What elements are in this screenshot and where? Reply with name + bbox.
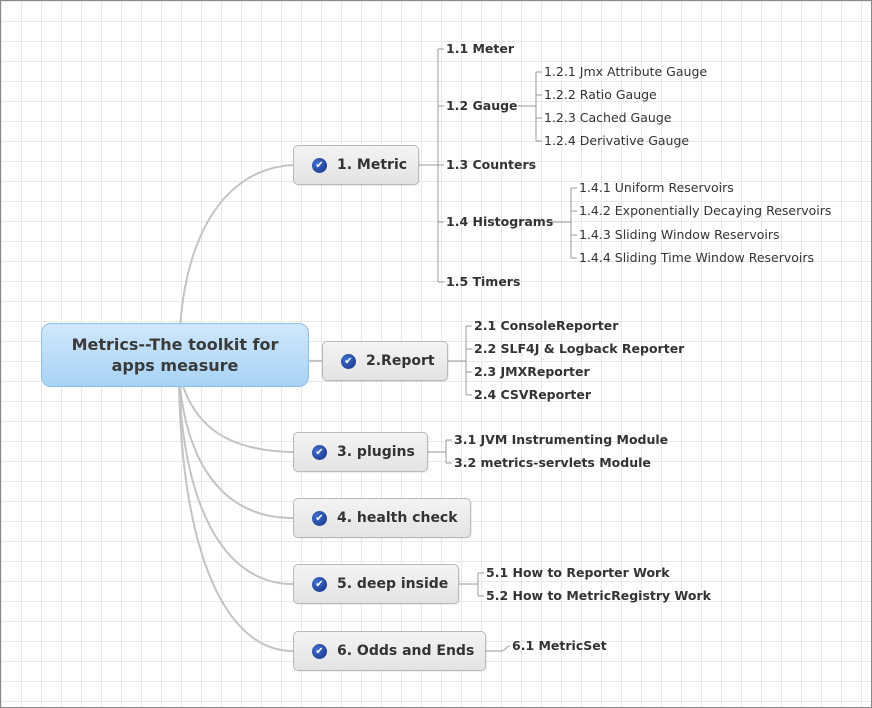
subtopic-console-reporter[interactable]: 2.1 ConsoleReporter (474, 318, 619, 333)
subtopic-uniform-reservoirs[interactable]: 1.4.1 Uniform Reservoirs (579, 180, 734, 195)
central-topic-line-2: apps measure (111, 356, 239, 375)
topic-odds-and-ends[interactable]: ✔ 6. Odds and Ends (293, 631, 486, 671)
topic-deep-inside[interactable]: ✔ 5. deep inside (293, 564, 459, 604)
topic-label: 4. health check (337, 510, 458, 526)
subtopic-csv-reporter[interactable]: 2.4 CSVReporter (474, 387, 591, 402)
subtopic-histograms[interactable]: 1.4 Histograms (446, 214, 554, 229)
subtopic-counters[interactable]: 1.3 Counters (446, 157, 537, 172)
topic-metric[interactable]: ✔ 1. Metric (293, 145, 419, 185)
connector-root-odds (178, 380, 294, 652)
check-icon: ✔ (312, 510, 327, 526)
subtopic-metrics-servlets-module[interactable]: 3.2 metrics-servlets Module (454, 455, 651, 470)
central-topic[interactable]: Metrics--The toolkit for apps measure (41, 323, 309, 387)
subtopic-slf4j-logback-reporter[interactable]: 2.2 SLF4J & Logback Reporter (474, 341, 685, 356)
connector-root-deep (178, 378, 294, 585)
topic-health-check[interactable]: ✔ 4. health check (293, 498, 471, 538)
connector-root-plugins (178, 372, 294, 453)
topic-label: 5. deep inside (337, 576, 449, 592)
subtopic-jmx-attribute-gauge[interactable]: 1.2.1 Jmx Attribute Gauge (544, 64, 708, 79)
connector-root-metric (178, 164, 294, 352)
subtopic-timers[interactable]: 1.5 Timers (446, 274, 521, 289)
topic-plugins[interactable]: ✔ 3. plugins (293, 432, 428, 472)
check-icon: ✔ (312, 643, 327, 659)
topic-label: 1. Metric (337, 157, 408, 173)
subtopic-sliding-time-window-reservoirs[interactable]: 1.4.4 Sliding Time Window Reservoirs (579, 250, 815, 265)
subtopic-ratio-gauge[interactable]: 1.2.2 Ratio Gauge (544, 87, 657, 102)
subtopic-cached-gauge[interactable]: 1.2.3 Cached Gauge (544, 110, 672, 125)
subtopic-exponentially-decaying-reservoirs[interactable]: 1.4.2 Exponentially Decaying Reservoirs (579, 203, 832, 218)
subtopic-sliding-window-reservoirs[interactable]: 1.4.3 Sliding Window Reservoirs (579, 227, 780, 242)
topic-label: 3. plugins (337, 444, 415, 460)
check-icon: ✔ (341, 353, 356, 369)
check-icon: ✔ (312, 444, 327, 460)
subtopic-derivative-gauge[interactable]: 1.2.4 Derivative Gauge (544, 133, 690, 148)
topic-label: 2.Report (366, 353, 435, 369)
check-icon: ✔ (312, 576, 327, 592)
subtopic-how-metricregistry-works[interactable]: 5.2 How to MetricRegistry Work (486, 588, 711, 603)
subtopic-metricset[interactable]: 6.1 MetricSet (512, 638, 607, 653)
subtopic-how-reporter-works[interactable]: 5.1 How to Reporter Work (486, 565, 670, 580)
subtopic-meter[interactable]: 1.1 Meter (446, 41, 515, 56)
central-topic-line-1: Metrics--The toolkit for (71, 335, 279, 354)
subtopic-jmx-reporter[interactable]: 2.3 JMXReporter (474, 364, 590, 379)
connector-root-health (178, 376, 294, 519)
topic-label: 6. Odds and Ends (337, 643, 475, 659)
topic-report[interactable]: ✔ 2.Report (322, 341, 448, 381)
check-icon: ✔ (312, 157, 327, 173)
subtopic-jvm-instrumenting-module[interactable]: 3.1 JVM Instrumenting Module (454, 432, 669, 447)
subtopic-gauge[interactable]: 1.2 Gauge (446, 98, 518, 113)
